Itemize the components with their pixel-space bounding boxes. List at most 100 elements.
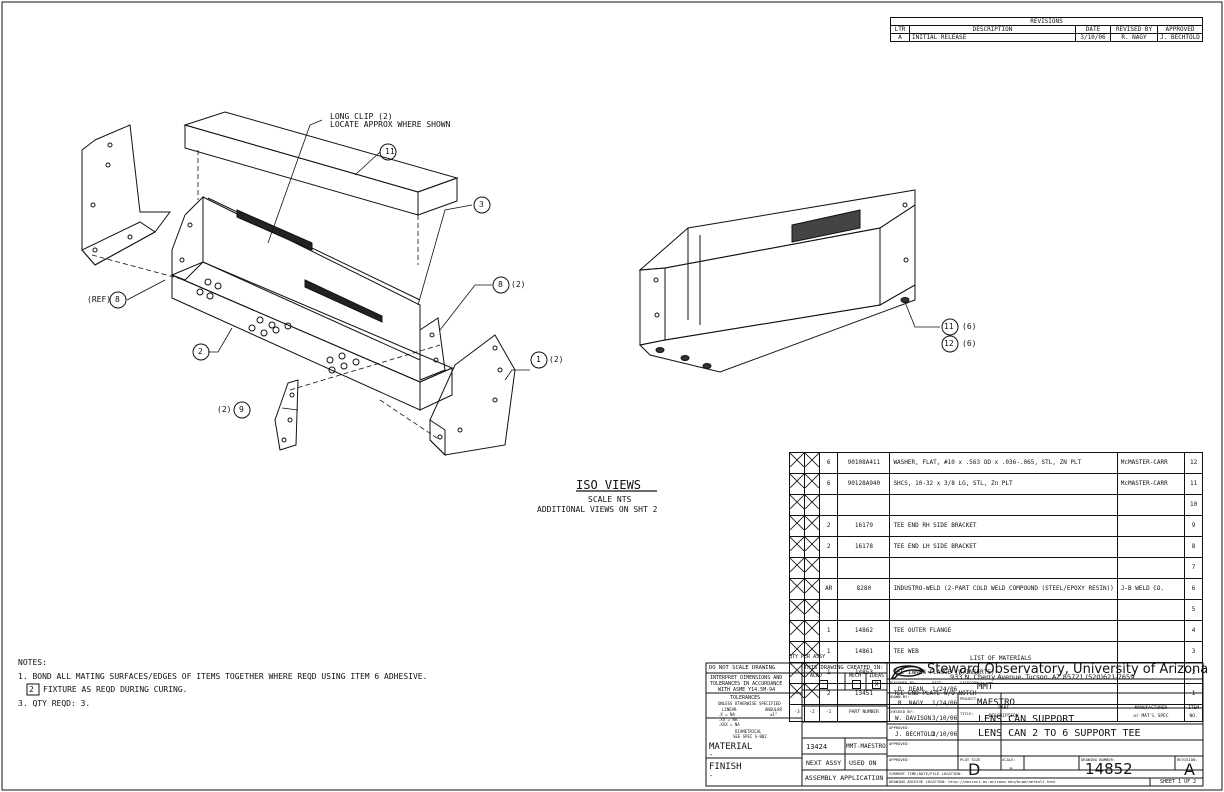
bom-hdr-item1: ITEM (1188, 706, 1199, 711)
rev-description: INITIAL RELEASE (909, 33, 1076, 42)
cross-mark (805, 642, 819, 657)
cross-mark (805, 600, 819, 615)
bom-description (889, 494, 1118, 516)
bom-hdr-desc1: PART (998, 706, 1010, 711)
revisions-title: REVISIONS (890, 17, 1203, 26)
mech-checkbox (852, 680, 861, 689)
designed-date: 1/24/06 (932, 686, 958, 693)
bom-cross-2 (804, 641, 820, 663)
tol-head-1: TOLERANCES (730, 695, 761, 701)
bom-item-number: 6 (1184, 578, 1203, 600)
note-3: 3. QTY REQD: 3. (18, 699, 91, 708)
bom-description: WASHER, FLAT, #10 x .563 OD x .036-.065,… (889, 452, 1118, 474)
bom-qty (818, 557, 839, 579)
bom-part-number (837, 494, 891, 516)
finish-label: FINISH (709, 762, 742, 772)
bom-manufacturer (1116, 515, 1186, 537)
cross-mark (790, 537, 804, 552)
notes-heading: NOTES: (18, 658, 47, 667)
title-line-1: LENS CAN SUPPORT (978, 714, 1075, 725)
bom-part-number: 16178 (837, 536, 891, 558)
drawn-by-label: DRAWN BY: (889, 694, 910, 699)
scale-label: SCALE: (1002, 757, 1016, 762)
bom-cross-3 (789, 683, 805, 705)
bom-part-number: 14862 (837, 620, 891, 642)
current-location-label: CURRENT TIME/DATE/FILE LOCATION: (889, 771, 963, 776)
tol-xx: .XX = NA (718, 717, 738, 722)
bom-manufacturer (1116, 599, 1186, 621)
cross-mark (805, 495, 819, 510)
note-1: 1. BOND ALL MATING SURFACES/EDGES OF ITE… (18, 672, 428, 681)
org-name: Steward Observatory, University of Arizo… (927, 662, 1209, 677)
cross-mark (790, 579, 804, 594)
balloon-8-right: 8 (498, 280, 503, 289)
checked-by-label: CHECKED BY: (889, 709, 915, 714)
bom-cross-3 (789, 536, 805, 558)
bom-manufacturer (1116, 683, 1186, 705)
bom-cross-2 (804, 578, 820, 600)
approved-label-2: APPROVED: (889, 741, 910, 746)
tol-angular: ANGULAR (765, 707, 782, 712)
title-line-2: LENS CAN 2 TO 6 SUPPORT TEE (978, 728, 1141, 739)
material-value: - (709, 751, 714, 759)
title-label: TITLE: (960, 711, 974, 716)
bom-cross-3 (789, 473, 805, 495)
bom-row: 5 (789, 599, 1203, 621)
bom-part-number: 90108A411 (837, 452, 891, 474)
ideas-checkbox: X (872, 680, 881, 689)
rev-header-date: DATE (1075, 25, 1111, 34)
cross-mark (805, 474, 819, 489)
diametrical: DIAMETRICAL (735, 729, 762, 734)
bom-description: TEE END RH SIDE BRACKET (889, 515, 1118, 537)
bom-description: INDUSTRO-WELD (2-PART COLD WELD COMPOUND… (889, 578, 1118, 600)
designed-by: D. DEAN (898, 686, 924, 693)
cross-mark (790, 621, 804, 636)
approved-label-3: APPROVED: (889, 757, 910, 762)
item-9-rh-bracket (274, 379, 299, 451)
bom-manufacturer (1116, 620, 1186, 642)
bom-part-number (837, 599, 891, 621)
bom-hdr-mfr2: or MAT'L SPEC (1133, 714, 1169, 719)
bom-item-number: 3 (1184, 641, 1203, 663)
bom-manufacturer (1116, 536, 1186, 558)
bom-item-number: 8 (1184, 536, 1203, 558)
bom-part-number (837, 557, 891, 579)
rev-ltr: A (890, 33, 910, 42)
bom-item-number: 11 (1184, 473, 1203, 495)
bom-qty-per-assy: QTY PER ASSY (789, 654, 826, 660)
bom-manufacturer: J-B WELD CO. (1116, 578, 1186, 600)
balloon-12: 12 (944, 339, 954, 348)
designed-by-label: DESIGNED BY: (889, 680, 917, 685)
bom-hdr-part-number: PART NUMBER (837, 704, 891, 722)
bom-hdr-mfr1: MANUFACTURER (1134, 706, 1168, 711)
rev-date: 3/10/06 (1075, 33, 1111, 42)
balloons (26, 143, 959, 696)
drawn-date: 1/24/06 (932, 700, 958, 707)
scale-value: - (1008, 763, 1015, 774)
bom-cross-2 (804, 557, 820, 579)
bom-description (889, 557, 1118, 579)
bom-hdr-dash2: -2 (804, 704, 820, 722)
interpret-1: INTERPRET DIMENSIONS AND (710, 675, 783, 681)
revision-value: A (1184, 760, 1195, 779)
bom-hdr-item2: NO. (1189, 714, 1198, 719)
cross-mark (790, 642, 804, 657)
cross-mark (790, 474, 804, 489)
rev-revised-by: R. NAGY (1110, 33, 1158, 42)
assembled-iso-view (638, 189, 916, 373)
cross-mark (805, 453, 819, 468)
ref-label: (REF) (87, 295, 112, 304)
balloon-9: 9 (239, 405, 244, 414)
cross-mark (790, 558, 804, 573)
balloon-1: 1 (536, 355, 541, 364)
bom-row: 10 (789, 494, 1203, 516)
revisions-table: REVISIONS LTR DESCRIPTION DATE REVISED B… (890, 17, 1203, 42)
assembly-application: ASSEMBLY APPLICATION (805, 774, 884, 782)
bom-qty: 2 (818, 536, 839, 558)
interpret-2: TOLERANCES IN ACCORDANCE (710, 681, 783, 687)
bom-manufacturer (1116, 557, 1186, 579)
